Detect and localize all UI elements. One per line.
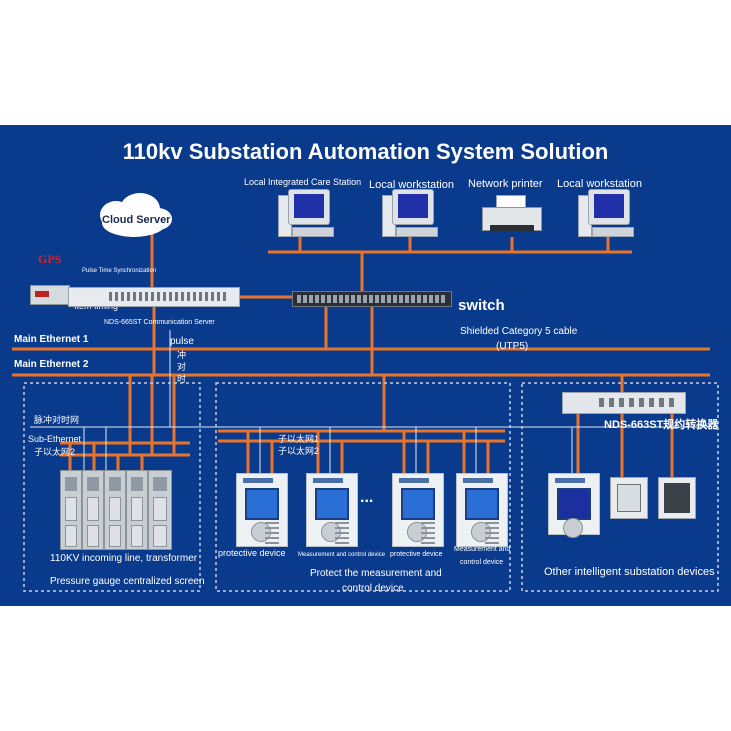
diagram-panel: 110kv Substation Automation System Solut… <box>0 125 731 606</box>
pressure-gauge-label: Pressure gauge centralized screen <box>50 576 205 587</box>
gps-label: GPS <box>38 252 62 266</box>
pulse-cn-3: 时 <box>177 374 187 384</box>
group-box-protection <box>215 382 511 592</box>
meas-control-1-label: Measurement and control device <box>298 552 386 558</box>
integrated-care-station-icon <box>278 189 334 239</box>
other-devices-label: Other intelligent substation devices <box>544 566 715 578</box>
connection-wires <box>12 193 719 592</box>
switchgear-cabinet <box>148 470 172 550</box>
workstation-2-icon <box>578 189 634 239</box>
protective-device-2-label: protective device <box>390 551 443 558</box>
gps-receiver-icon <box>30 285 70 305</box>
protect-measure-b-label: control device <box>342 583 404 594</box>
cable-label-line1: Shielded Category 5 cable <box>460 326 578 337</box>
more-devices-ellipsis: ... <box>360 489 374 506</box>
protect-measure-a-label: Protect the measurement and <box>310 568 442 579</box>
pulse-sync-label: Pulse Time Synchronization <box>82 268 157 274</box>
panel-meter-icon <box>610 477 648 519</box>
digital-meter-icon <box>658 477 696 519</box>
switchgear-cabinet <box>82 470 104 550</box>
measurement-control-device-icon <box>456 473 508 547</box>
cable-label-line2: (UTP5) <box>496 341 529 352</box>
protective-device-1-label: protective device <box>218 548 286 558</box>
protocol-converter-icon <box>562 392 686 414</box>
local-workstation-1-label: Local workstation <box>369 179 454 191</box>
printer-icon <box>482 195 542 233</box>
incoming-line-label: 110KV incoming line, transformer <box>50 553 198 564</box>
sub-ethernet-label: Sub-Ethernet <box>28 434 82 444</box>
switch-label: switch <box>458 297 505 314</box>
protective-device-icon <box>392 473 444 547</box>
group-box-other <box>521 382 719 592</box>
local-workstation-2-label: Local workstation <box>557 178 642 190</box>
comm-server-icon <box>68 287 240 307</box>
main-ethernet-1-label: Main Ethernet 1 <box>14 334 89 345</box>
workstation-1-icon <box>382 189 438 239</box>
local-integrated-care-label: Local Integrated Care Station <box>244 177 362 187</box>
pulse-timing-net-label: 脉冲对时网 <box>34 415 80 425</box>
network-printer-label: Network printer <box>468 178 543 190</box>
switchgear-cabinet <box>126 470 148 550</box>
switchgear-cabinet <box>104 470 126 550</box>
network-switch-icon <box>292 291 452 307</box>
sub-net-1-label: 子以太网1 <box>278 434 320 444</box>
cloud-server-label: Cloud Server <box>102 214 171 226</box>
main-ethernet-2-label: Main Ethernet 2 <box>14 359 89 370</box>
protective-device-icon <box>236 473 288 547</box>
protocol-converter-label: NDS-663ST规约转换器 <box>604 419 719 431</box>
comm-server-label: NDS-665ST Communication Server <box>104 319 215 326</box>
meas-control-2b-label: control device <box>460 559 504 566</box>
switchgear-cabinet <box>60 470 82 550</box>
sub-ethernet-2-label: 子以太网2 <box>34 447 76 457</box>
pulse-cn-2: 对 <box>177 362 187 372</box>
pulse-cn-1: 冲 <box>177 350 187 360</box>
diagram-title: 110kv Substation Automation System Solut… <box>122 139 609 164</box>
intelligent-device-icon <box>548 473 600 538</box>
pulse-label: pulse <box>170 336 194 347</box>
cloud-icon <box>100 193 172 237</box>
meas-control-2a-label: Measurement and <box>454 546 511 553</box>
measurement-control-device-icon <box>306 473 358 547</box>
sub-net-2-label: 子以太网2 <box>278 446 320 456</box>
